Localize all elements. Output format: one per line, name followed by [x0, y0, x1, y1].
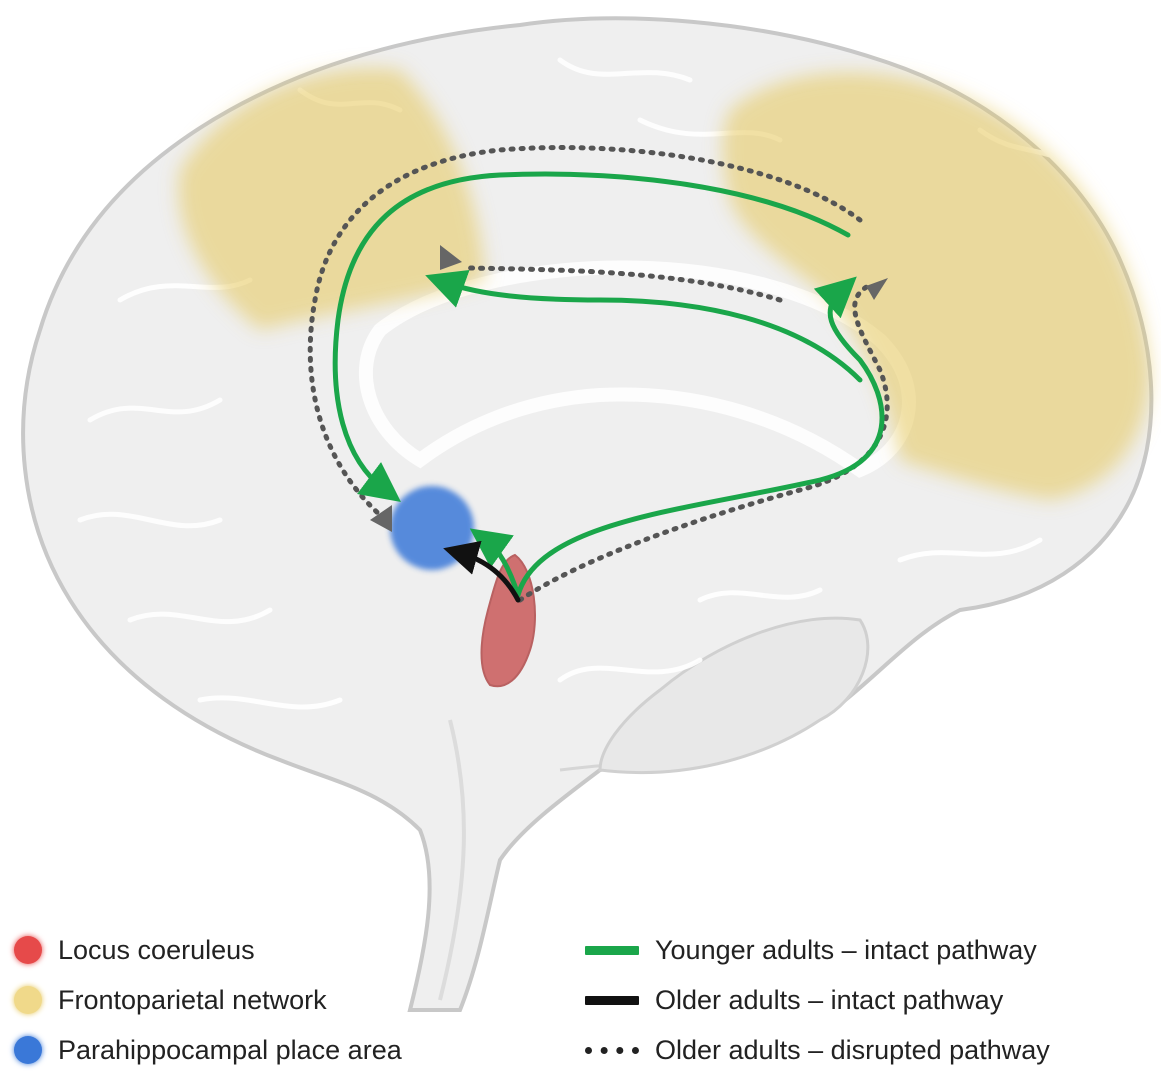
legend-pathways: Younger adults – intact pathway Older ad… [585, 930, 1050, 1070]
legend-label: Frontoparietal network [58, 985, 327, 1016]
legend-label: Older adults – intact pathway [655, 985, 1003, 1016]
frontoparietal-network-swatch [14, 986, 42, 1014]
legend-item-frontoparietal-network: Frontoparietal network [14, 980, 402, 1020]
legend-item-older-disrupted: Older adults – disrupted pathway [585, 1030, 1050, 1070]
legend-regions: Locus coeruleus Frontoparietal network P… [14, 930, 402, 1070]
legend-item-locus-coeruleus: Locus coeruleus [14, 930, 402, 970]
parahippocampal-place-area [390, 486, 474, 570]
legend-item-younger-intact: Younger adults – intact pathway [585, 930, 1050, 970]
parahippocampal-place-area-swatch [14, 1036, 42, 1064]
legend-label: Parahippocampal place area [58, 1035, 402, 1066]
locus-coeruleus-swatch [14, 936, 42, 964]
legend-label: Locus coeruleus [58, 935, 255, 966]
legend-label: Younger adults – intact pathway [655, 935, 1037, 966]
younger-intact-swatch [585, 946, 639, 955]
legend-label: Older adults – disrupted pathway [655, 1035, 1050, 1066]
legend-item-older-intact: Older adults – intact pathway [585, 980, 1050, 1020]
older-disrupted-swatch [585, 1047, 639, 1054]
older-intact-swatch [585, 996, 639, 1005]
legend-item-parahippocampal-place-area: Parahippocampal place area [14, 1030, 402, 1070]
